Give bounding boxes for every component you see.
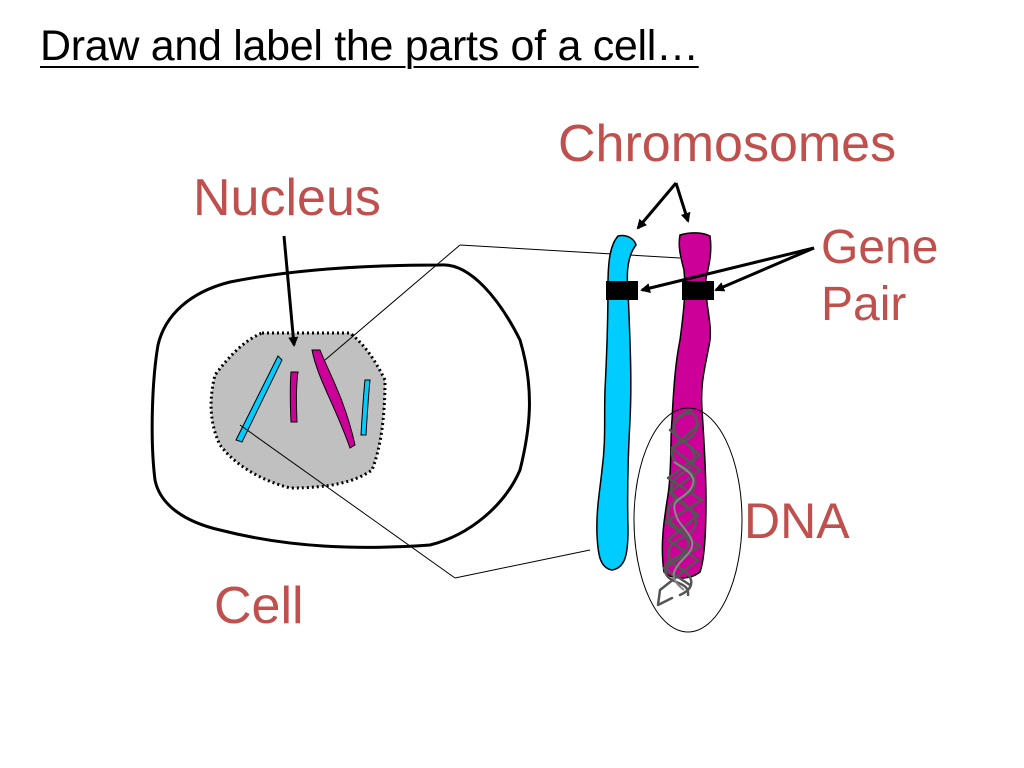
nucleus-chromosome-magenta-short xyxy=(289,371,299,423)
gene-arrow-left xyxy=(640,246,815,293)
zoom-line-top-extend xyxy=(459,244,681,259)
label-cell: Cell xyxy=(214,577,304,635)
label-nucleus: Nucleus xyxy=(193,169,381,227)
nucleus-arrow xyxy=(282,235,299,347)
zoom-line-top xyxy=(324,244,461,361)
nucleus xyxy=(209,331,387,490)
chromosome-arrow-right xyxy=(674,182,691,223)
dna-strand-light xyxy=(672,461,695,591)
nucleus-chromosome-blue-long xyxy=(235,355,283,443)
chromosome-magenta xyxy=(661,232,712,579)
chromosome-arrow-left xyxy=(636,182,678,230)
cell-membrane xyxy=(150,263,531,549)
nucleus-chromosome-blue-short xyxy=(360,379,371,436)
slide-title: Draw and label the parts of a cell… xyxy=(40,22,699,70)
zoom-line-bottom xyxy=(239,424,456,579)
label-chromosomes: Chromosomes xyxy=(558,115,897,173)
gene-arrow-right xyxy=(714,246,815,292)
zoom-line-bottom-extend xyxy=(454,549,591,579)
label-dna: DNA xyxy=(744,493,850,549)
nucleus-chromosome-magenta-long xyxy=(311,349,356,449)
gene-band-blue xyxy=(606,281,638,300)
gene-band-magenta xyxy=(682,281,714,300)
dna-highlight-ellipse xyxy=(633,407,743,633)
label-gene-pair: Gene Pair xyxy=(821,221,939,331)
